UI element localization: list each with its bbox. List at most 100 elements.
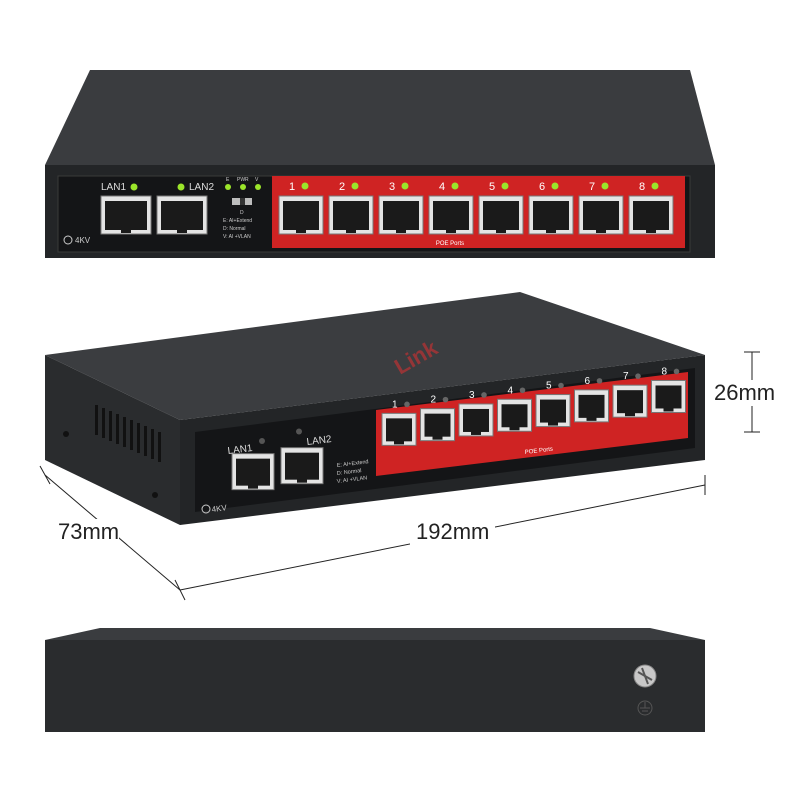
switch-header-pwr: PWR xyxy=(237,177,249,183)
poe-port-number: 1 xyxy=(289,181,295,193)
side-screw xyxy=(63,431,69,437)
side-vent xyxy=(123,417,126,447)
poe-port-4-latch xyxy=(509,426,520,431)
poe-port-6-latch xyxy=(586,416,597,421)
poe-port-led xyxy=(551,182,559,190)
poe-port-led xyxy=(651,182,659,190)
poe-port-6-socket xyxy=(533,201,569,230)
mode-legend-e: E: AI+Extend xyxy=(337,459,369,469)
poe-port-5-socket xyxy=(483,201,519,230)
chassis-rear xyxy=(45,640,705,732)
poe-port-number: 2 xyxy=(431,395,437,406)
lan1-port-latch xyxy=(121,229,131,233)
poe-port-number: 3 xyxy=(389,181,395,193)
lan2-led xyxy=(296,428,302,435)
poe-port-3-socket xyxy=(383,201,419,230)
poe-port-led xyxy=(635,373,641,379)
mode-led-v xyxy=(255,184,261,190)
surge-badge: 4KV xyxy=(75,236,91,245)
poe-port-number: 3 xyxy=(469,390,475,401)
lan1-label: LAN1 xyxy=(227,443,254,457)
poe-port-8-latch xyxy=(646,229,656,233)
lan1-led xyxy=(259,437,265,444)
lan1-port-socket xyxy=(236,458,270,486)
lan2-port-socket xyxy=(285,452,319,480)
poe-port-led xyxy=(519,387,526,394)
poe-port-number: 6 xyxy=(585,376,591,387)
poe-port-1-socket xyxy=(386,418,412,442)
rear-view xyxy=(45,628,705,732)
poe-port-led xyxy=(481,392,487,398)
poe-port-4-socket xyxy=(501,404,528,428)
poe-port-6-latch xyxy=(546,229,556,233)
side-vent xyxy=(95,405,98,435)
poe-port-2-latch xyxy=(432,435,443,440)
ground-icon xyxy=(637,700,653,716)
side-vent xyxy=(144,426,147,456)
lan2-port-latch xyxy=(177,229,187,233)
poe-port-2-socket xyxy=(424,413,451,437)
poe-port-number: 7 xyxy=(589,181,595,193)
poe-port-7-socket xyxy=(617,390,643,414)
pwr-led xyxy=(240,184,246,190)
poe-port-led xyxy=(442,396,449,403)
poe-port-led xyxy=(596,378,603,384)
poe-port-1-latch xyxy=(394,440,404,445)
poe-port-3-latch xyxy=(471,430,481,435)
surge-icon xyxy=(201,504,211,514)
poe-port-1-socket xyxy=(283,201,319,230)
poe-port-7-latch xyxy=(596,229,606,233)
mode-led-e xyxy=(225,184,231,190)
side-vent xyxy=(158,432,161,462)
poe-port-led xyxy=(351,182,359,190)
side-vent xyxy=(151,429,154,459)
poe-port-led xyxy=(673,368,680,375)
poe-port-led xyxy=(558,382,564,389)
poe-port-led xyxy=(501,182,509,190)
length-dimension: 192mm xyxy=(410,519,496,545)
side-vent xyxy=(109,411,112,441)
poe-port-number: 8 xyxy=(662,366,668,377)
chassis-top xyxy=(45,628,705,640)
lan1-port-socket xyxy=(105,201,147,230)
mode-legend-v: V: AI +VLAN xyxy=(337,475,368,485)
poe-port-1-latch xyxy=(296,229,306,233)
switch-header-v: V xyxy=(255,177,259,183)
side-vent xyxy=(137,423,140,453)
lan2-label: LAN2 xyxy=(189,182,214,193)
poe-port-number: 5 xyxy=(489,181,495,193)
side-screw xyxy=(152,492,158,498)
poe-port-4-latch xyxy=(446,229,456,233)
poe-port-7-socket xyxy=(583,201,619,230)
poe-port-5-latch xyxy=(548,421,558,426)
poe-port-2-socket xyxy=(333,201,369,230)
poe-port-number: 4 xyxy=(439,181,445,193)
screw-slot xyxy=(641,667,649,685)
poe-port-led xyxy=(601,182,609,190)
surge-icon xyxy=(63,235,73,245)
poe-port-number: 1 xyxy=(392,399,398,410)
poe-port-3-socket xyxy=(463,408,489,432)
switch-header-e: E xyxy=(226,177,230,183)
poe-port-5-socket xyxy=(540,399,566,423)
poe-port-5-latch xyxy=(496,229,506,233)
chassis-top xyxy=(45,292,705,420)
side-vent xyxy=(116,414,119,444)
depth-dimension-cap xyxy=(39,465,51,485)
poe-port-8-latch xyxy=(663,407,674,412)
mode-legend-d: D: Normal xyxy=(337,468,362,477)
poe-port-4-socket xyxy=(433,201,469,230)
poe-port-6-socket xyxy=(578,394,605,418)
poe-port-7-latch xyxy=(625,412,635,417)
mode-legend-d: D: Normal xyxy=(223,226,246,232)
poe-strip-label: POE Ports xyxy=(436,241,464,247)
lan2-led xyxy=(177,183,185,191)
poe-port-8-socket xyxy=(655,385,682,409)
lan2-port-latch xyxy=(297,478,307,483)
chassis-top xyxy=(45,70,715,165)
lan1-port-latch xyxy=(248,484,258,489)
mode-switch-knob[interactable] xyxy=(240,198,245,205)
switch-mid-label: D xyxy=(240,210,244,216)
depth-dimension: 73mm xyxy=(58,519,120,545)
